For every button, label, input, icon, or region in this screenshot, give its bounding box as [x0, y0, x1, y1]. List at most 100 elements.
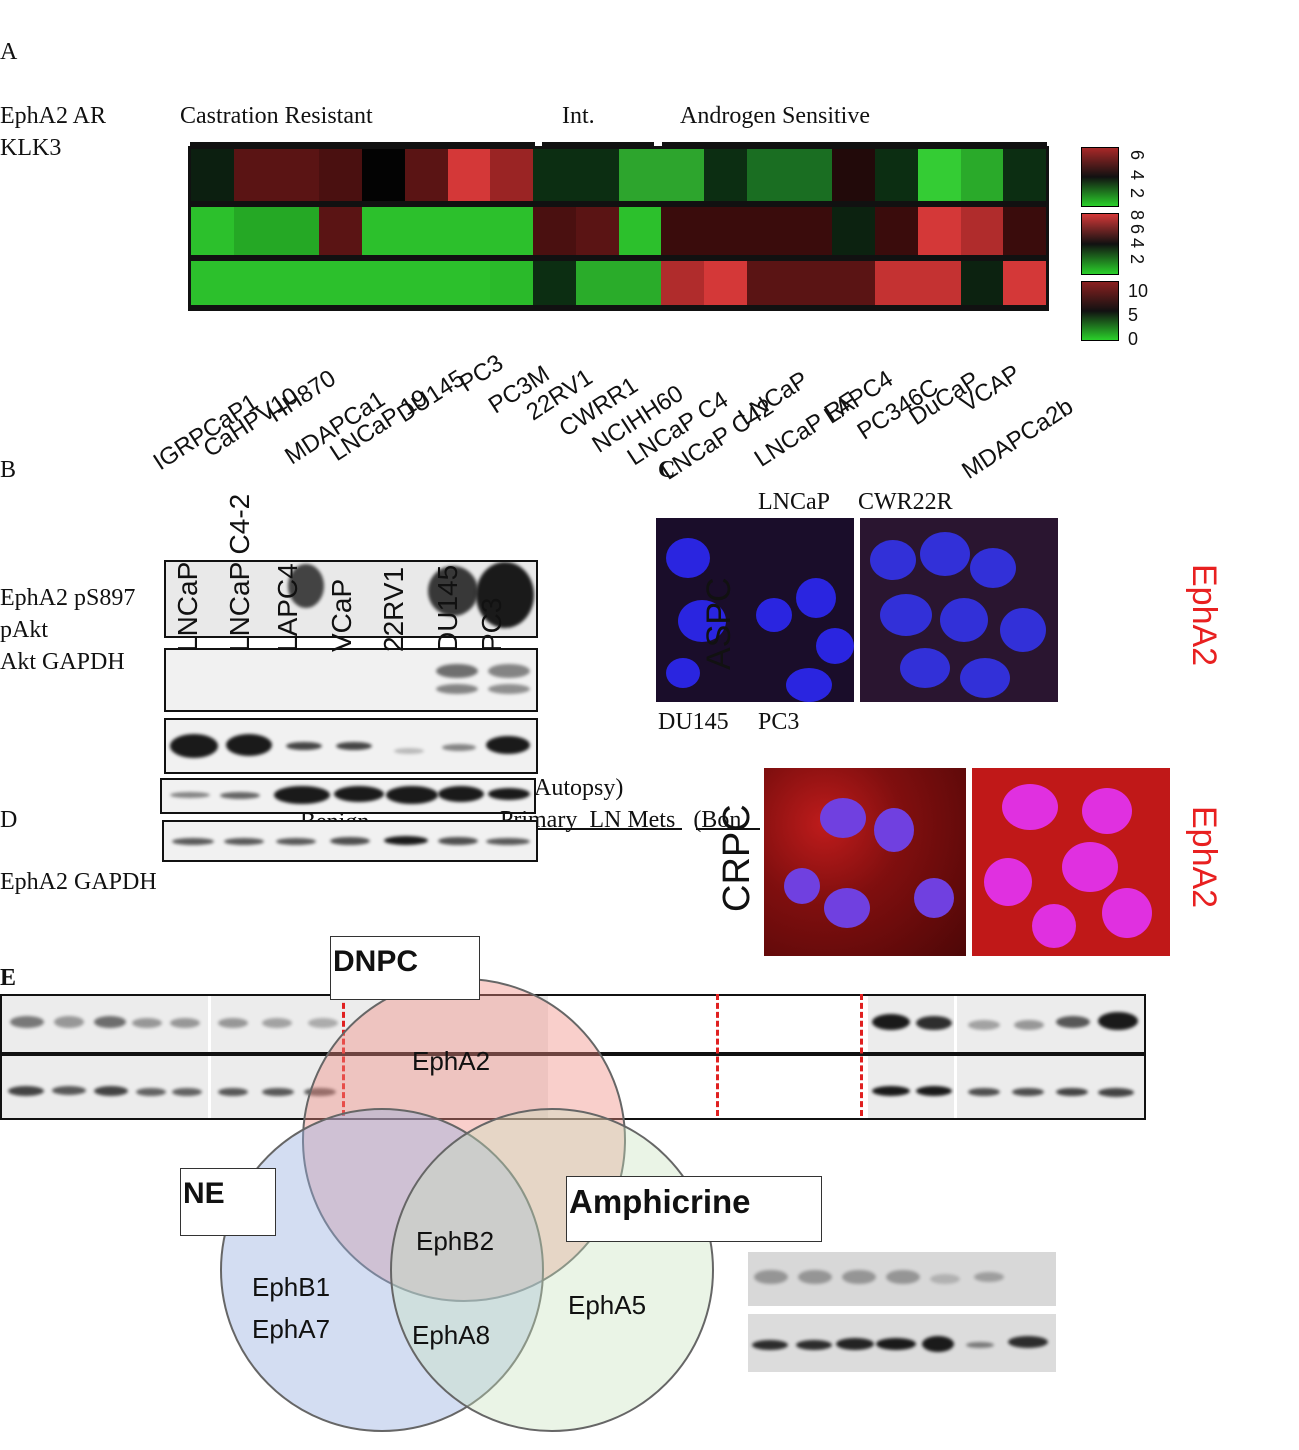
venn-text-ephb1: EphB1 — [252, 1272, 331, 1302]
heatmap-cell — [960, 207, 1004, 255]
panel-e-letter: E — [0, 965, 17, 991]
label-aspc: ASPC — [700, 577, 738, 670]
heatmap-cell — [191, 149, 234, 201]
if-image-pc3 — [972, 768, 1170, 956]
colorbar-klk3 — [1081, 281, 1119, 341]
panel-b-letter: B — [0, 457, 17, 483]
panel-c-letter: C — [658, 457, 676, 483]
venn-text-epha5: EphA5 — [568, 1290, 647, 1320]
if-image-cwr22r — [860, 518, 1058, 702]
heatmap-cell — [362, 207, 405, 255]
heatmap-cell — [191, 261, 234, 305]
lane-label: LAPC4 — [272, 563, 303, 652]
heatmap-cell — [746, 261, 790, 305]
heatmap-cell — [789, 207, 833, 255]
heatmap-cell — [533, 261, 576, 305]
heatmap-cell — [404, 149, 448, 201]
venn-text-epha7: EphA7 — [252, 1314, 331, 1344]
venn-text-epha8: EphA8 — [412, 1320, 491, 1350]
lane-label: LNCaP — [172, 561, 203, 652]
lane-label: VCaP — [326, 578, 357, 652]
if-image-lncap — [656, 518, 854, 702]
group-androgen-sensitive: Androgen Sensitive — [680, 103, 870, 129]
heatmap-cell — [917, 149, 961, 201]
panel-b-label-pakt: pAkt — [0, 617, 48, 643]
lane-label: LNCaP C4-2 — [224, 493, 255, 652]
heatmap-cell — [490, 149, 533, 201]
heatmap-cell — [575, 261, 619, 305]
heatmap-cell — [404, 261, 448, 305]
venn-label-dnpc: DNPC — [330, 936, 480, 1000]
heatmap-cell — [447, 149, 491, 201]
colorbar-tick: 2 — [1127, 188, 1147, 199]
heatmap-cell — [1003, 207, 1046, 255]
heatmap-cell — [746, 207, 790, 255]
blot-panel-d-gapdh — [162, 820, 538, 862]
blot-small-bottom — [748, 1314, 1056, 1372]
heatmap-cell — [490, 261, 533, 305]
heatmap-cell — [704, 261, 747, 305]
label-pc3: PC3 — [758, 709, 800, 735]
colorbar-tick: 5 — [1128, 305, 1139, 325]
heatmap-cell — [789, 149, 833, 201]
heatmap-cell — [875, 207, 918, 255]
venn-text-ephb2: EphB2 — [416, 1226, 495, 1256]
heatmap-cell — [233, 149, 277, 201]
panel-b-label-akt: Akt GAPDH — [0, 649, 125, 675]
heatmap-cell — [319, 261, 362, 305]
heatmap-cell — [575, 149, 619, 201]
heatmap-cell — [1003, 261, 1046, 305]
colorbar-tick: 6 — [1127, 150, 1147, 161]
heatmap-row — [191, 261, 1046, 305]
panel-a-letter: A — [0, 39, 18, 65]
heatmap-row — [191, 207, 1046, 255]
heatmap-cell — [875, 149, 918, 201]
heatmap-cell — [533, 149, 576, 201]
heatmap — [188, 146, 1049, 311]
blot-epha2-ps897 — [164, 560, 538, 638]
heatmap-cell — [276, 149, 320, 201]
colorbar-tick: 4 — [1127, 170, 1147, 181]
heatmap-cell — [362, 149, 405, 201]
separator-dashed-3 — [860, 994, 863, 1116]
heatmap-cell — [960, 149, 1004, 201]
heatmap-cell — [319, 207, 362, 255]
panel-d-row-labels: EphA2 GAPDH — [0, 869, 157, 895]
heatmap-cell — [276, 207, 320, 255]
panel-d-title-fragment: Autopsy) — [534, 775, 624, 801]
heatmap-cell — [618, 207, 662, 255]
heatmap-cell — [917, 261, 961, 305]
panel-d-underline — [496, 828, 682, 830]
heatmap-cell — [233, 207, 277, 255]
if-image-du145 — [764, 768, 966, 956]
heatmap-cell — [789, 261, 833, 305]
panel-d-letter: D — [0, 807, 18, 833]
heatmap-cell — [447, 207, 491, 255]
blot-small-top — [748, 1252, 1056, 1306]
heatmap-cell — [917, 207, 961, 255]
blot-gapdh — [160, 778, 536, 814]
heatmap-cell — [575, 207, 619, 255]
heatmap-cell — [960, 261, 1004, 305]
panel-d-benign: Benign — [300, 809, 370, 822]
venn-label-amphicrine: Amphicrine — [566, 1176, 822, 1242]
colorbar-epha2 — [1081, 147, 1119, 207]
label-cwr22r: CWR22R — [858, 489, 953, 515]
venn-circle-amphicrine — [390, 1108, 714, 1432]
bracket-int — [542, 142, 654, 146]
venn-label-ne: NE — [180, 1168, 276, 1236]
label-lncap: LNCaP — [758, 489, 830, 515]
heatmap-cell — [875, 261, 918, 305]
blot-pakt — [164, 648, 538, 712]
heatmap-row — [191, 149, 1046, 201]
heatmap-cell — [447, 261, 491, 305]
separator-dashed-2 — [716, 994, 719, 1116]
stain-label-epha2-bottom: EphA2 — [1185, 806, 1223, 909]
heatmap-cell — [362, 261, 405, 305]
panel-a-row-labels: EphA2 AR KLK3 — [0, 103, 107, 161]
heatmap-cell — [832, 261, 875, 305]
group-intermediate: Int. — [562, 103, 595, 129]
heatmap-cell — [191, 207, 234, 255]
lane-label: 22RV1 — [378, 566, 409, 652]
